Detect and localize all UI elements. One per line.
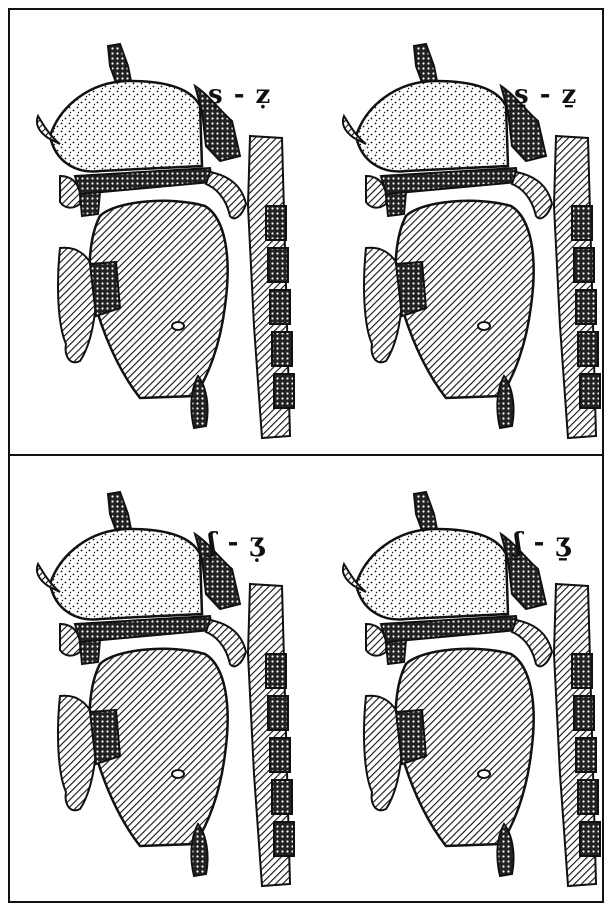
lower-teeth xyxy=(396,710,426,764)
vertebra xyxy=(266,206,286,240)
vertebra xyxy=(580,374,600,408)
hyoid-bone xyxy=(478,322,490,330)
panel-s-z-retracted: ṣ - ẓ xyxy=(20,26,310,456)
vertebra xyxy=(580,822,600,856)
vertebra xyxy=(574,248,594,282)
hyoid-bone xyxy=(172,770,184,778)
vertebra xyxy=(270,290,290,324)
vertebra xyxy=(274,822,294,856)
larynx xyxy=(191,824,207,876)
vertebra xyxy=(578,332,598,366)
larynx xyxy=(497,376,513,428)
vertebra xyxy=(272,780,292,814)
vertebra xyxy=(266,654,286,688)
nasal-cavity xyxy=(50,529,202,619)
vertebra xyxy=(572,206,592,240)
vertebra xyxy=(274,374,294,408)
vertebra xyxy=(576,290,596,324)
sagittal-diagram-figure: ṣ - ẓ s̱ - ẕ ʃ̣ - ʒ̣ ʃ̱ - ʒ̱ xyxy=(8,8,606,903)
phoneme-label: ʃ̱ - ʒ̱ xyxy=(514,528,571,558)
phoneme-label: ʃ̣ - ʒ̣ xyxy=(208,528,265,558)
lower-teeth xyxy=(396,262,426,316)
vertebra xyxy=(270,738,290,772)
panel-sh-zh-underlined: ʃ̱ - ʒ̱ xyxy=(326,474,614,904)
nasal-cavity xyxy=(356,81,508,171)
vertebra xyxy=(578,780,598,814)
vertebra xyxy=(572,654,592,688)
larynx xyxy=(497,824,513,876)
vertebra xyxy=(576,738,596,772)
lower-teeth xyxy=(90,262,120,316)
upper-teeth xyxy=(80,192,100,216)
vocal-tract-drawing xyxy=(20,474,310,904)
vertebra xyxy=(268,696,288,730)
upper-teeth xyxy=(386,192,406,216)
upper-teeth xyxy=(386,640,406,664)
hyoid-bone xyxy=(172,322,184,330)
hyoid-bone xyxy=(478,770,490,778)
phoneme-label: s̱ - ẕ xyxy=(514,80,577,110)
larynx xyxy=(191,376,207,428)
upper-teeth xyxy=(80,640,100,664)
lower-teeth xyxy=(90,710,120,764)
nasal-cavity xyxy=(356,529,508,619)
panel-sh-zh-dotted: ʃ̣ - ʒ̣ xyxy=(20,474,310,904)
vertebra xyxy=(268,248,288,282)
vertebra xyxy=(574,696,594,730)
phoneme-label: ṣ - ẓ xyxy=(208,80,271,110)
nasal-cavity xyxy=(50,81,202,171)
panel-s-z-underlined: s̱ - ẕ xyxy=(326,26,614,456)
vertebra xyxy=(272,332,292,366)
